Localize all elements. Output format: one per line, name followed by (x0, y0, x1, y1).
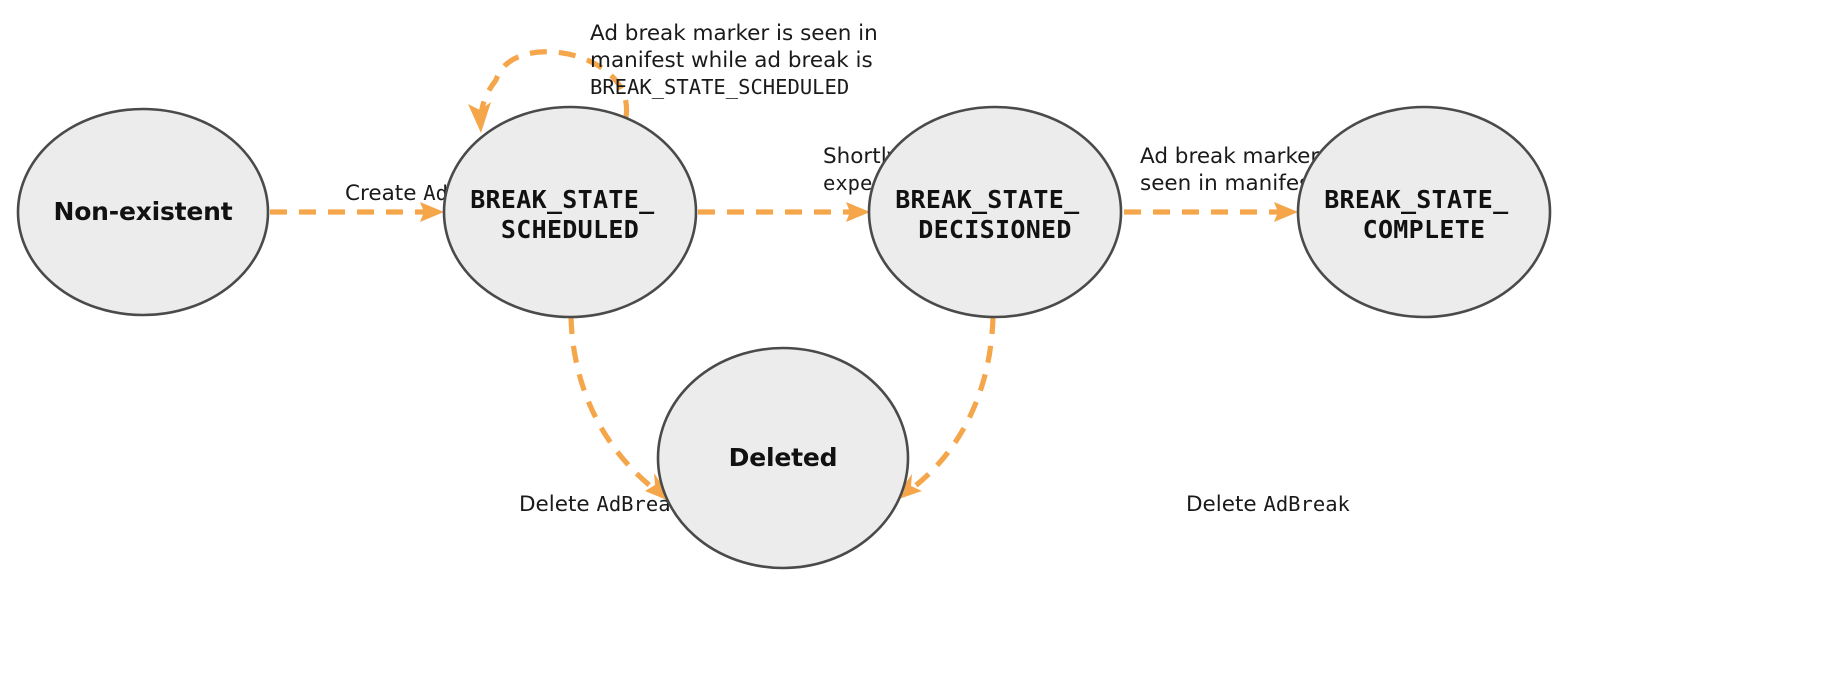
edge-label-code: AdBreak (1263, 492, 1350, 516)
node-break-state-decisioned-shape (867, 105, 1123, 319)
node-label-line-2: DECISIONED (918, 215, 1072, 244)
edge-scheduled-self-loop[interactable]: Ad break marker is seen in manifest whil… (468, 21, 884, 133)
node-non-existent-label: Non-existent (53, 197, 232, 226)
node-label-line-1: Deleted (729, 443, 838, 472)
node-label-line-1: BREAK_STATE_ (1324, 185, 1509, 214)
edge-label-line-2: seen in manifest (1140, 171, 1319, 196)
node-label-line-2: COMPLETE (1363, 215, 1486, 244)
node-break-state-decisioned[interactable]: BREAK_STATE_ DECISIONED (867, 105, 1123, 319)
edge-decisioned-to-deleted[interactable]: Delete AdBreak (893, 316, 1351, 517)
edge-decisioned-to-complete[interactable]: Ad break marker seen in manifest (1124, 144, 1325, 222)
edge-scheduled-to-deleted[interactable]: Delete AdBreak (519, 316, 684, 517)
edge-scheduled-to-deleted-path (568, 316, 660, 495)
edge-scheduled-to-deleted-label: Delete AdBreak (519, 492, 684, 517)
edge-scheduled-self-loop-path (478, 49, 629, 118)
node-break-state-complete-shape (1296, 105, 1552, 319)
node-non-existent[interactable]: Non-existent (16, 107, 270, 317)
node-deleted[interactable]: Deleted (656, 346, 910, 570)
node-break-state-decisioned-label: BREAK_STATE_ DECISIONED (895, 185, 1095, 244)
node-label-line-1: Non-existent (53, 197, 232, 226)
edge-label-line-1: Ad break marker (1140, 144, 1319, 169)
node-break-state-complete[interactable]: BREAK_STATE_ COMPLETE (1296, 105, 1552, 319)
edge-label-line-2: manifest while ad break is (590, 48, 873, 73)
node-break-state-scheduled[interactable]: BREAK_STATE_ SCHEDULED (442, 105, 698, 319)
edge-decisioned-to-complete-label: Ad break marker seen in manifest (1140, 144, 1325, 196)
node-deleted-label: Deleted (729, 443, 838, 472)
edge-label-line: Delete (1186, 492, 1263, 517)
edge-decisioned-to-deleted-label: Delete AdBreak (1186, 492, 1351, 517)
edge-label-line-1: Ad break marker is seen in (590, 21, 878, 46)
edge-label-line-3: BREAK_STATE_SCHEDULED (590, 75, 849, 99)
edge-label-line: Delete (519, 492, 596, 517)
node-label-line-1: BREAK_STATE_ (895, 185, 1080, 214)
node-label-line-1: BREAK_STATE_ (470, 185, 655, 214)
node-break-state-scheduled-label: BREAK_STATE_ SCHEDULED (470, 185, 670, 244)
edge-scheduled-self-loop-arrowhead (468, 102, 491, 133)
node-break-state-scheduled-shape (442, 105, 698, 319)
edge-scheduled-self-loop-label: Ad break marker is seen in manifest whil… (590, 21, 884, 99)
node-non-existent-shape (16, 107, 270, 317)
edge-label-line: Create (345, 181, 423, 206)
edge-decisioned-to-deleted-path (908, 316, 996, 493)
node-deleted-shape (656, 346, 910, 570)
edge-scheduled-to-decisioned-arrowhead (846, 202, 870, 222)
node-break-state-complete-label: BREAK_STATE_ COMPLETE (1324, 185, 1524, 244)
edge-create-adbreak-arrowhead (420, 202, 444, 222)
node-label-line-2: SCHEDULED (501, 215, 639, 244)
edge-decisioned-to-complete-arrowhead (1274, 202, 1298, 222)
